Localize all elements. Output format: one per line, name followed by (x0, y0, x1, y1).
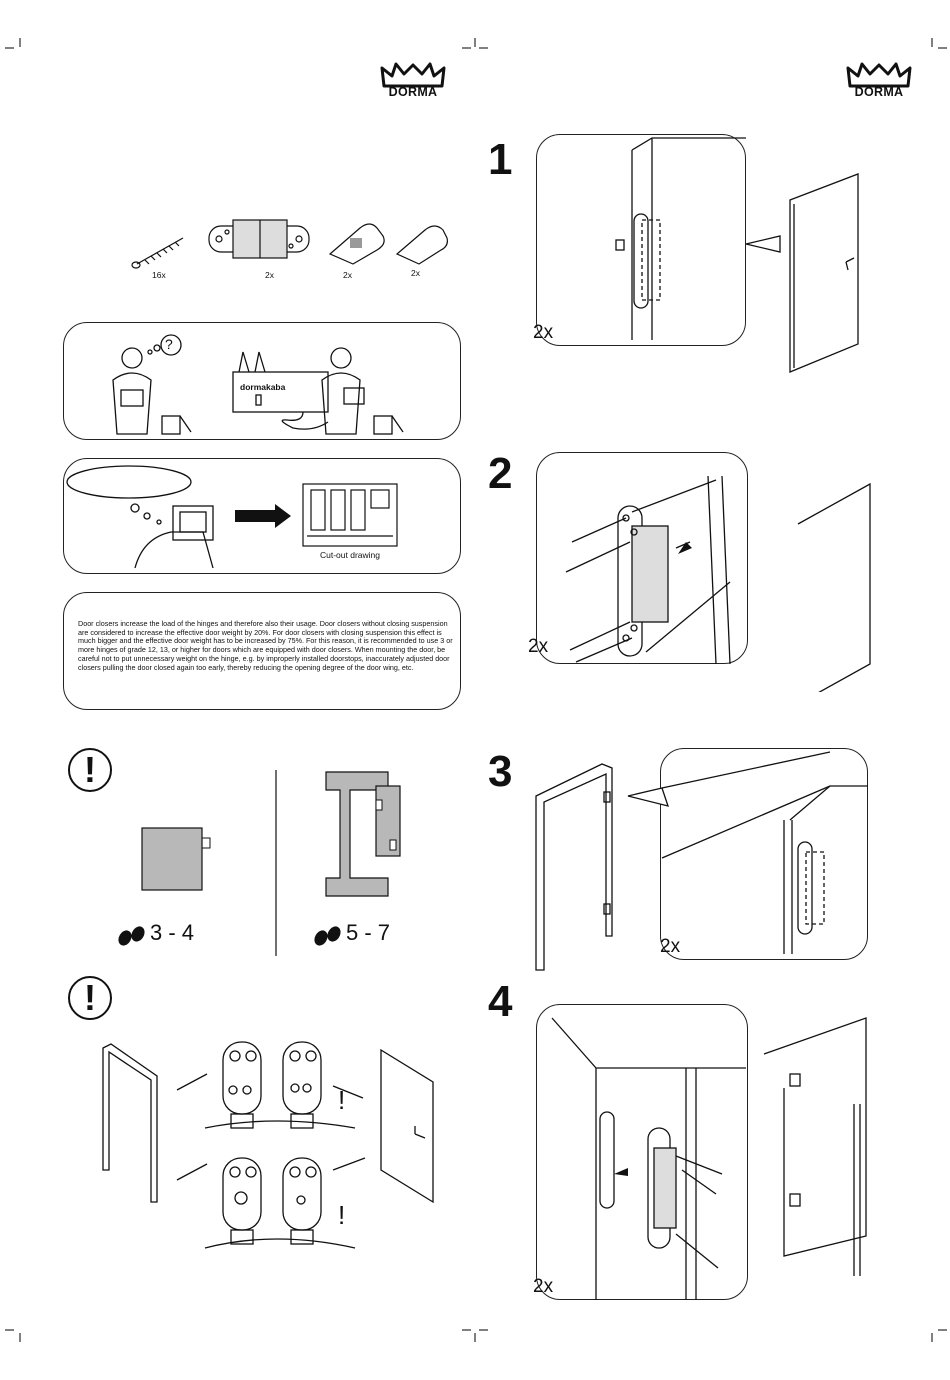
step-1-multiplier: 2x (533, 322, 554, 343)
brand-logo-right: DORMA (844, 62, 914, 102)
alignment-warning-top: ! (338, 1085, 346, 1115)
persons-count-large-door: 5 - 7 (346, 920, 391, 945)
step-number-2: 2 (488, 449, 513, 498)
persons-icon (314, 926, 341, 946)
step-3-multiplier: 2x (660, 936, 681, 957)
brand-name: DORMA (854, 85, 904, 99)
step-2-illustration (565, 475, 871, 692)
brand-name: DORMA (388, 85, 438, 99)
template-card-icon (328, 223, 385, 265)
persons-icon (118, 926, 145, 946)
parts-qty-blank: 2x (411, 268, 420, 278)
step-number-1: 1 (488, 135, 513, 184)
alignment-warning-bottom: ! (338, 1200, 346, 1230)
brand-logo-left: DORMA (378, 62, 448, 102)
screw-icon (131, 237, 184, 269)
step-4-detail (536, 1004, 748, 1300)
step-3-illustration (535, 751, 868, 971)
parts-qty-screw: 16x (152, 270, 166, 280)
cutout-illustration (66, 465, 398, 569)
step-number-3: 3 (488, 747, 513, 796)
hinge-alignment-illustration (102, 1041, 434, 1249)
hinge-icon (208, 219, 310, 259)
crown-icon (846, 62, 912, 88)
warning-icon: ! (68, 748, 112, 792)
step-4-illustration (551, 1017, 867, 1300)
door-weight-illustration (141, 770, 401, 956)
question-mark: ? (165, 336, 173, 352)
parts-qty-hinge: 2x (265, 270, 274, 280)
step-2-multiplier: 2x (528, 636, 549, 657)
note-text: Door closers increase the load of the hi… (78, 619, 453, 672)
factory-label: dormakaba (240, 382, 286, 392)
parts-illustration (131, 219, 448, 269)
step-1-detail (536, 134, 746, 346)
step-1-illustration (615, 137, 859, 373)
help-illustration (112, 334, 404, 435)
blank-card-icon (395, 225, 448, 265)
persons-count-small-door: 3 - 4 (150, 920, 195, 945)
cutout-caption: Cut-out drawing (320, 550, 381, 560)
step-4-multiplier: 2x (533, 1276, 554, 1297)
step-number-4: 4 (488, 977, 513, 1026)
note-panel (63, 592, 461, 710)
step-3-detail (660, 748, 868, 960)
crown-icon (380, 62, 446, 88)
parts-qty-template: 2x (343, 270, 352, 280)
warning-icon: ! (68, 976, 112, 1020)
